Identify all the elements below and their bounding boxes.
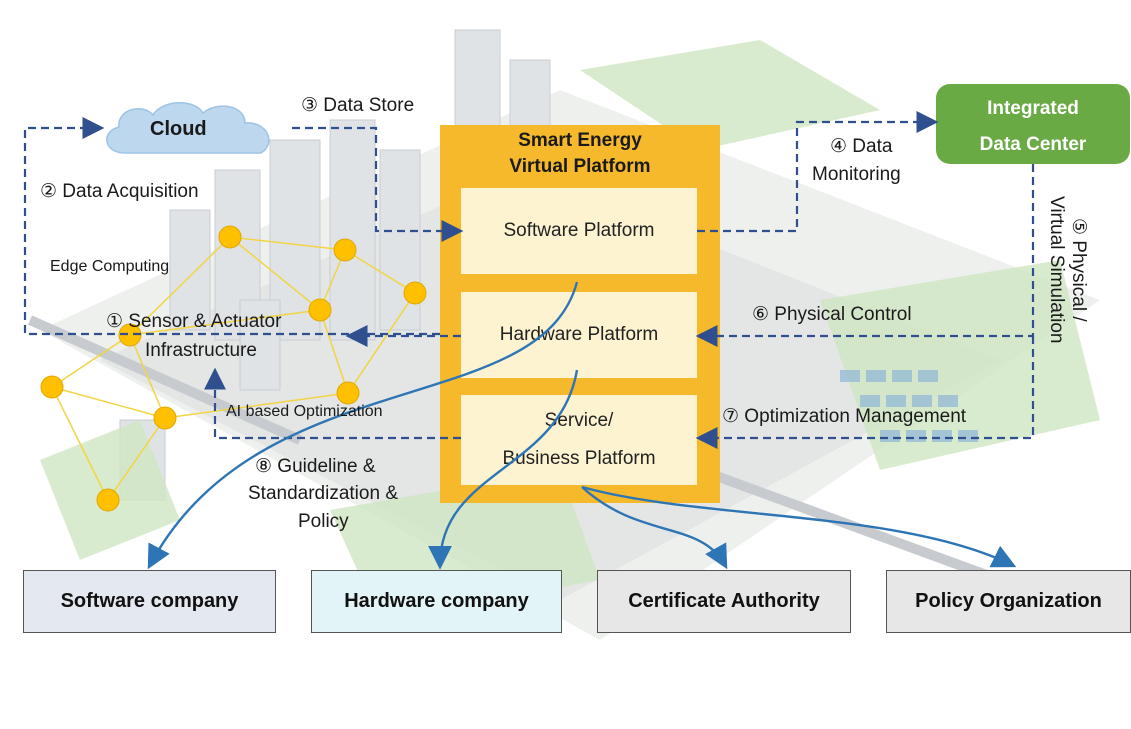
cloud-label: Cloud [150, 118, 207, 140]
hardware-company-box: Hardware company [311, 570, 562, 633]
policy-organization-link [581, 485, 1017, 568]
step-simulation-line2: Virtual Simulation [1046, 196, 1067, 344]
data-store-arrow [292, 126, 464, 242]
step-guideline-line2: Standardization & [248, 483, 398, 504]
optimization-management-arrow [695, 336, 1035, 449]
software-platform-label: Software Platform [503, 220, 655, 241]
edge-node [40, 375, 64, 399]
step-data-acquisition: ② Data Acquisition [40, 181, 199, 202]
edge-node [308, 298, 332, 322]
step-sensor-actuator-line2: Infrastructure [145, 340, 257, 361]
certificate-authority-box: Certificate Authority [597, 570, 851, 633]
hardware-company-link [428, 369, 579, 570]
service-platform-label-line2: Business Platform [502, 448, 656, 469]
ai-optimization-arrow [204, 367, 461, 440]
step-simulation-line1: ⑤ Physical / [1068, 218, 1089, 322]
software-platform-box: Software Platform [461, 188, 697, 274]
hardware-platform-label: Hardware Platform [499, 324, 659, 345]
step-data-monitoring-line2: Monitoring [812, 164, 901, 185]
edge-node [218, 225, 242, 249]
data-monitoring-arrow [697, 111, 939, 233]
edge-computing-label: Edge Computing [50, 258, 170, 275]
step-data-monitoring-line1: ④ Data [830, 136, 893, 157]
certificate-authority-link [581, 486, 728, 570]
data-center-label-line1: Integrated [987, 98, 1079, 119]
step-optimization-management: ⑦ Optimization Management [722, 406, 967, 427]
software-company-link [147, 281, 579, 570]
cloud-shape [106, 102, 270, 154]
step-sensor-actuator-line1: ① Sensor & Actuator [106, 311, 282, 332]
edge-node [333, 238, 357, 262]
edge-node [96, 488, 120, 512]
service-platform-label-line1: Service/ [544, 410, 614, 431]
hardware-platform-box: Hardware Platform [461, 292, 697, 378]
data-center-label-line2: Data Center [979, 134, 1087, 155]
platform-title-line2: Virtual Platform [509, 156, 651, 177]
ai-optimization-label: AI based Optimization [226, 403, 383, 420]
step-guideline-line3: Policy [298, 511, 349, 532]
edge-node [153, 406, 177, 430]
step-guideline-line1: ⑧ Guideline & [255, 456, 376, 477]
data-center-box [936, 84, 1130, 164]
platform-title-line1: Smart Energy [518, 130, 642, 151]
step-data-store: ③ Data Store [301, 95, 415, 116]
step-physical-control: ⑥ Physical Control [752, 304, 912, 325]
policy-organization-box: Policy Organization [886, 570, 1131, 633]
edge-node [403, 281, 427, 305]
software-company-box: Software company [23, 570, 276, 633]
edge-node [336, 381, 360, 405]
